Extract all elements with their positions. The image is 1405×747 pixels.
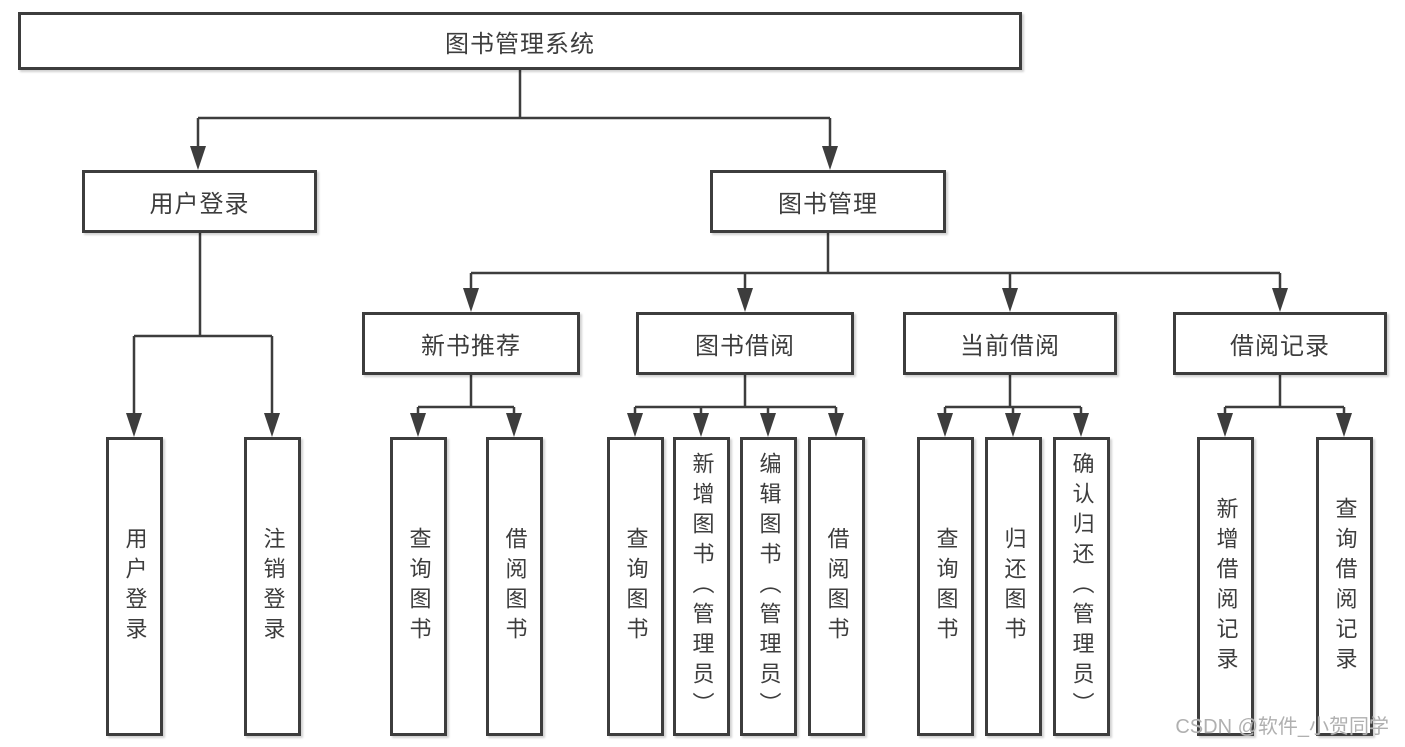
node-book-management: 图书管理 (710, 170, 946, 233)
arrowhead-icon (126, 413, 142, 437)
arrowhead-icon (190, 146, 206, 170)
node-label: 查询借阅记录 (1332, 496, 1358, 677)
node-label: 归还图书 (1001, 526, 1027, 647)
leaf-query-books: 查询图书 (390, 437, 447, 736)
arrowhead-icon (627, 413, 643, 437)
node-label: 确认归还（管理员） (1069, 451, 1095, 722)
arrowhead-icon (410, 413, 426, 437)
csdn-watermark: CSDN @软件_小贺同学 (1175, 716, 1389, 738)
node-borrowing-records: 借阅记录 (1173, 312, 1387, 375)
node-label: 图书管理系统 (445, 30, 595, 58)
node-label: 新增图书（管理员） (689, 451, 715, 722)
leaf-query-books: 查询图书 (607, 437, 664, 736)
leaf-add-book-admin: 新增图书（管理员） (673, 437, 730, 736)
node-user-login: 用户登录 (82, 170, 317, 233)
arrowheads (126, 146, 1352, 437)
node-label: 用户登录 (149, 191, 250, 218)
leaf-logout: 注销登录 (244, 437, 301, 736)
node-label: 借阅记录 (1230, 333, 1330, 360)
node-label: 图书管理 (778, 191, 878, 218)
arrowhead-icon (693, 413, 709, 437)
leaf-add-borrow-record: 新增借阅记录 (1197, 437, 1254, 736)
leaf-edit-book-admin: 编辑图书（管理员） (740, 437, 797, 736)
arrowhead-icon (1073, 413, 1089, 437)
arrowhead-icon (506, 413, 522, 437)
node-label: 新增借阅记录 (1213, 496, 1239, 677)
arrowhead-icon (1217, 413, 1233, 437)
arrowhead-icon (828, 413, 844, 437)
connector-lines (132, 70, 1346, 413)
node-label: 注销登录 (260, 526, 286, 647)
node-new-book-recommend: 新书推荐 (362, 312, 580, 375)
leaf-borrow-books: 借阅图书 (486, 437, 543, 736)
arrowhead-icon (1002, 288, 1018, 312)
arrowhead-icon (937, 413, 953, 437)
node-label: 当前借阅 (960, 333, 1060, 360)
arrowhead-icon (1272, 288, 1288, 312)
node-book-borrowing: 图书借阅 (636, 312, 854, 375)
arrowhead-icon (737, 288, 753, 312)
leaf-confirm-return-admin: 确认归还（管理员） (1053, 437, 1110, 736)
node-label: 查询图书 (623, 526, 649, 647)
node-current-borrowing: 当前借阅 (903, 312, 1117, 375)
node-library-management-system: 图书管理系统 (18, 12, 1022, 70)
node-label: 查询图书 (406, 526, 432, 647)
arrowhead-icon (1005, 413, 1021, 437)
arrowhead-icon (463, 288, 479, 312)
node-label: 查询图书 (933, 526, 959, 647)
leaf-borrow-books: 借阅图书 (808, 437, 865, 736)
arrowhead-icon (1336, 413, 1352, 437)
node-label: 用户登录 (122, 526, 148, 647)
node-label: 借阅图书 (502, 526, 528, 647)
leaf-query-books: 查询图书 (917, 437, 974, 736)
node-label: 新书推荐 (421, 333, 521, 360)
leaf-user-login: 用户登录 (106, 437, 163, 736)
node-label: 图书借阅 (695, 333, 795, 360)
arrowhead-icon (264, 413, 280, 437)
leaf-query-borrow-record: 查询借阅记录 (1316, 437, 1373, 736)
leaf-return-books: 归还图书 (985, 437, 1042, 736)
arrowhead-icon (822, 146, 838, 170)
node-label: 编辑图书（管理员） (756, 451, 782, 722)
node-label: 借阅图书 (824, 526, 850, 647)
arrowhead-icon (760, 413, 776, 437)
